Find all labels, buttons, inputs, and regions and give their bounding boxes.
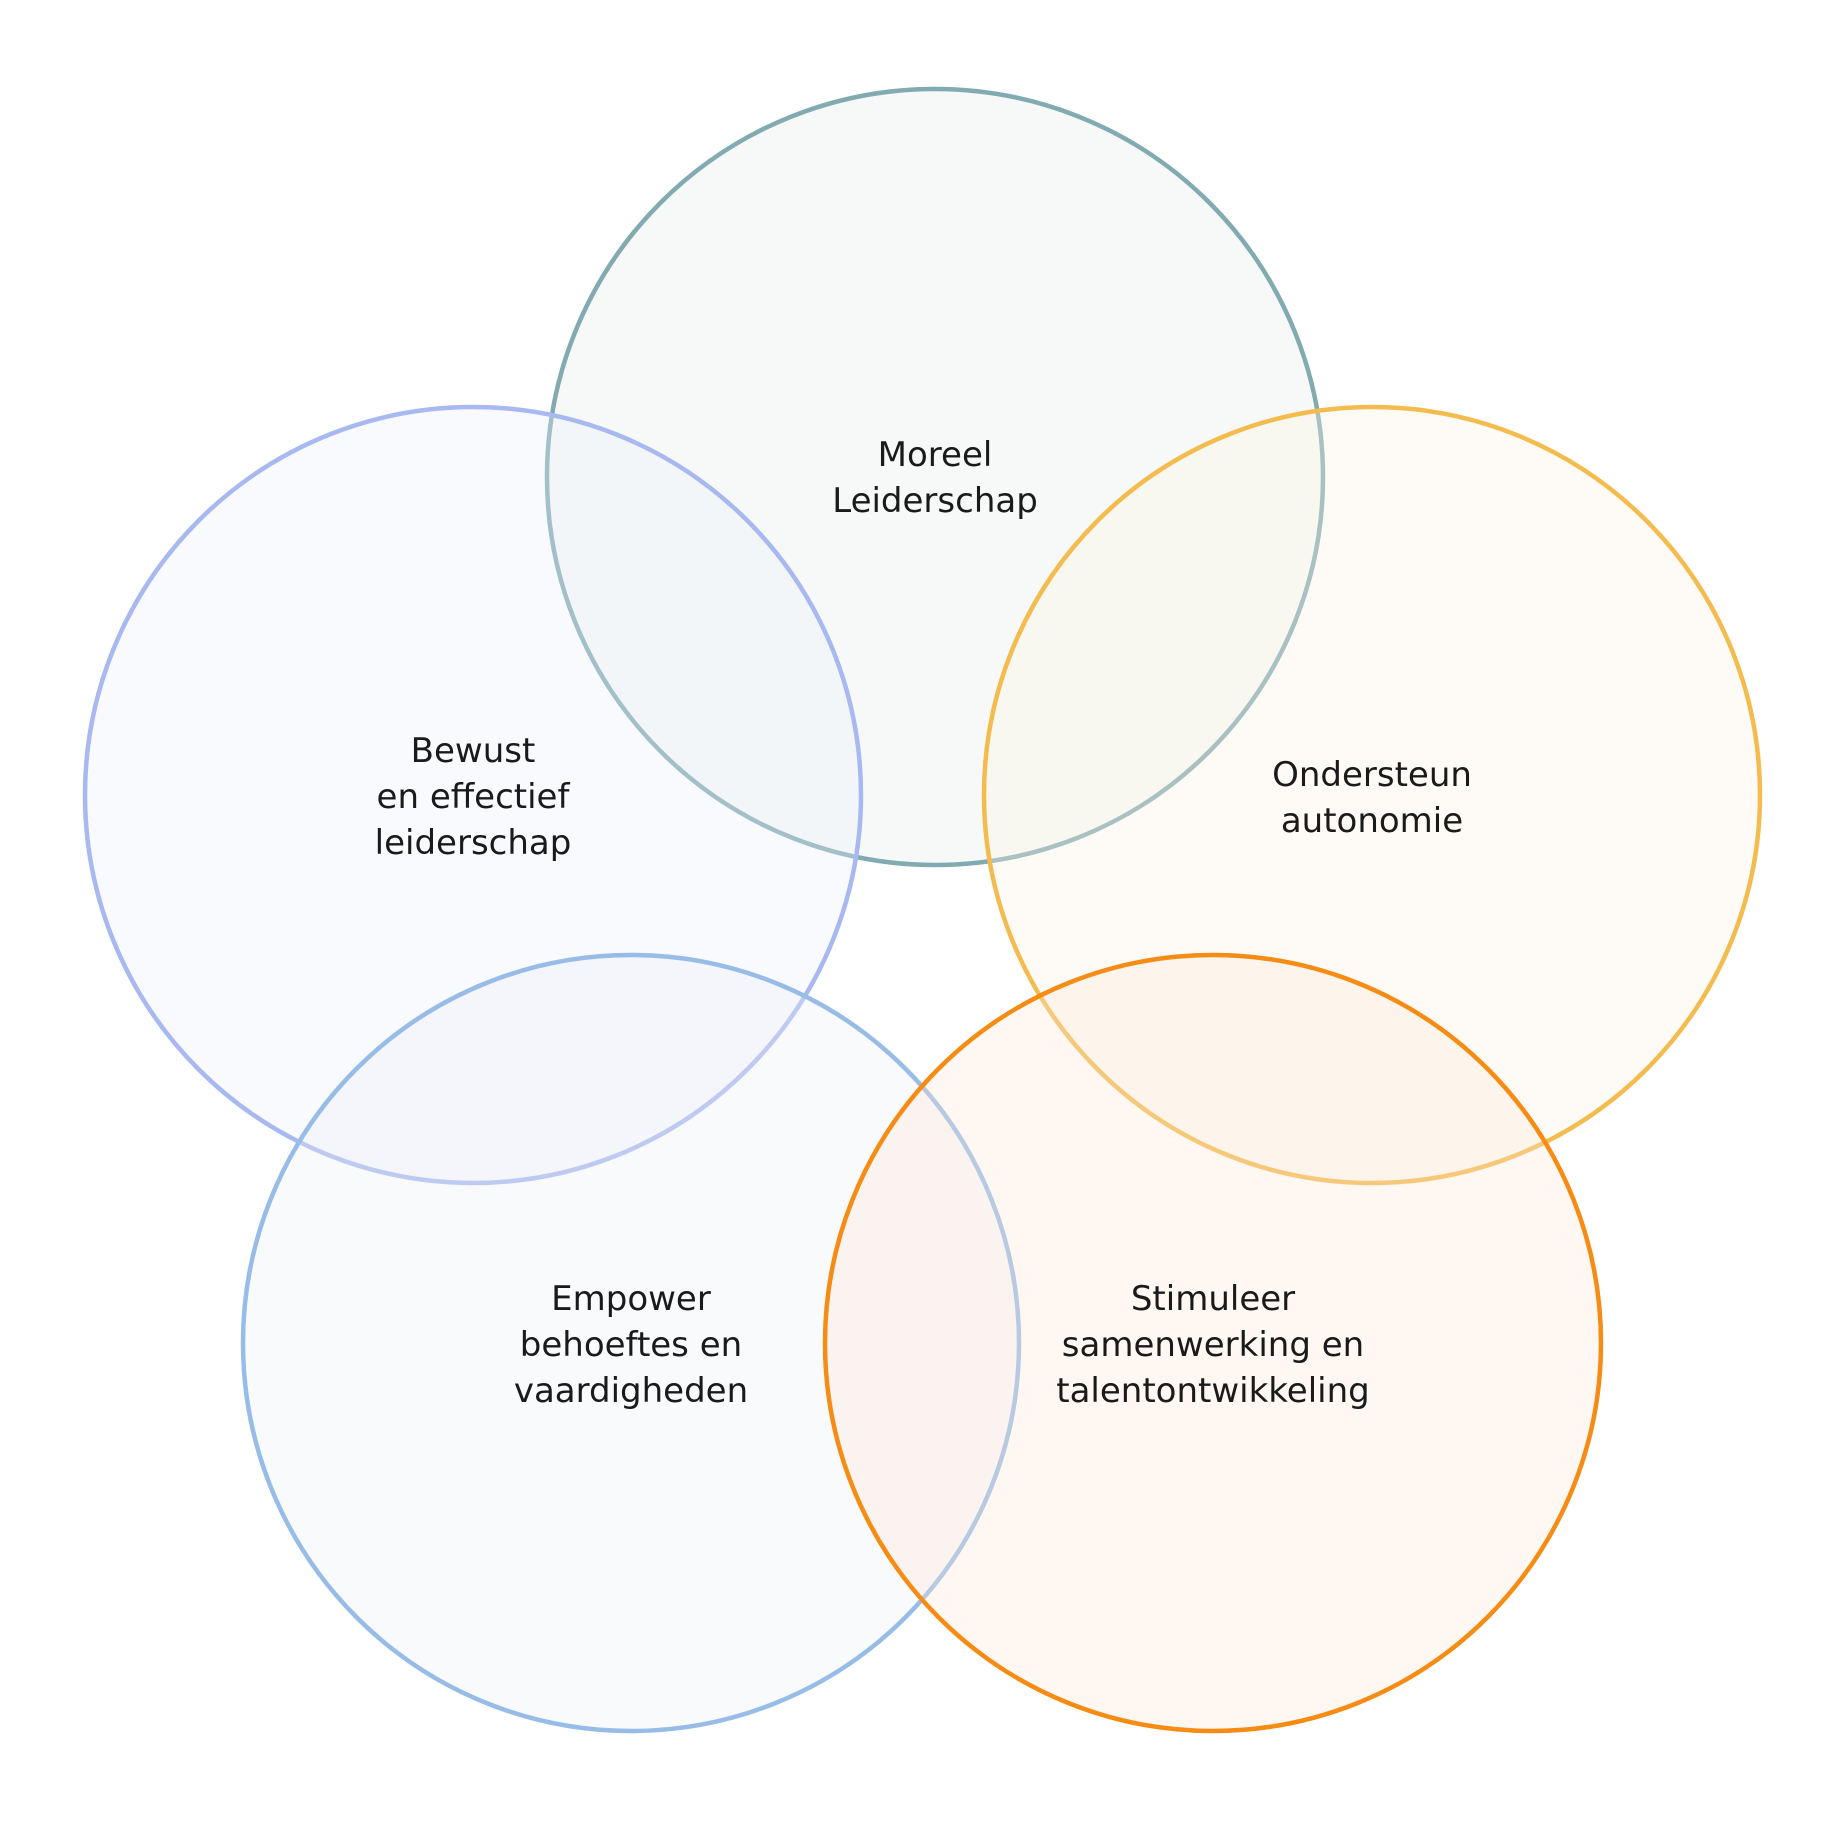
circles-layer — [82, 86, 1763, 1734]
label-empower-line: vaardigheden — [514, 1371, 748, 1411]
circle-stimuleer — [822, 952, 1604, 1734]
label-stimuleer-line: Stimuleer — [1131, 1279, 1295, 1319]
label-bewust: Bewust en effectief leiderschap — [375, 731, 572, 863]
label-ondersteun: Ondersteun autonomie — [1272, 755, 1472, 841]
circle-moreel — [544, 86, 1326, 868]
label-empower-line: Empower — [551, 1279, 711, 1319]
label-empower-line: behoeftes en — [520, 1325, 742, 1365]
label-bewust-line: leiderschap — [375, 823, 572, 863]
circle-empower — [240, 952, 1022, 1734]
label-stimuleer-line: samenwerking en — [1062, 1325, 1364, 1365]
label-empower: Empower behoeftes en vaardigheden — [514, 1279, 748, 1411]
label-bewust-line: en effectief — [377, 777, 571, 817]
label-stimuleer: Stimuleer samenwerking en talentontwikkeli… — [1056, 1279, 1369, 1411]
label-bewust-line: Bewust — [411, 731, 536, 771]
circle-ondersteun — [981, 404, 1763, 1186]
label-stimuleer-line: talentontwikkeling — [1056, 1371, 1369, 1411]
label-ondersteun-line: autonomie — [1281, 801, 1463, 841]
circle-bewust — [82, 404, 864, 1186]
label-ondersteun-line: Ondersteun — [1272, 755, 1472, 795]
label-moreel-line: Leiderschap — [832, 481, 1038, 521]
label-moreel-line: Moreel — [878, 435, 993, 475]
